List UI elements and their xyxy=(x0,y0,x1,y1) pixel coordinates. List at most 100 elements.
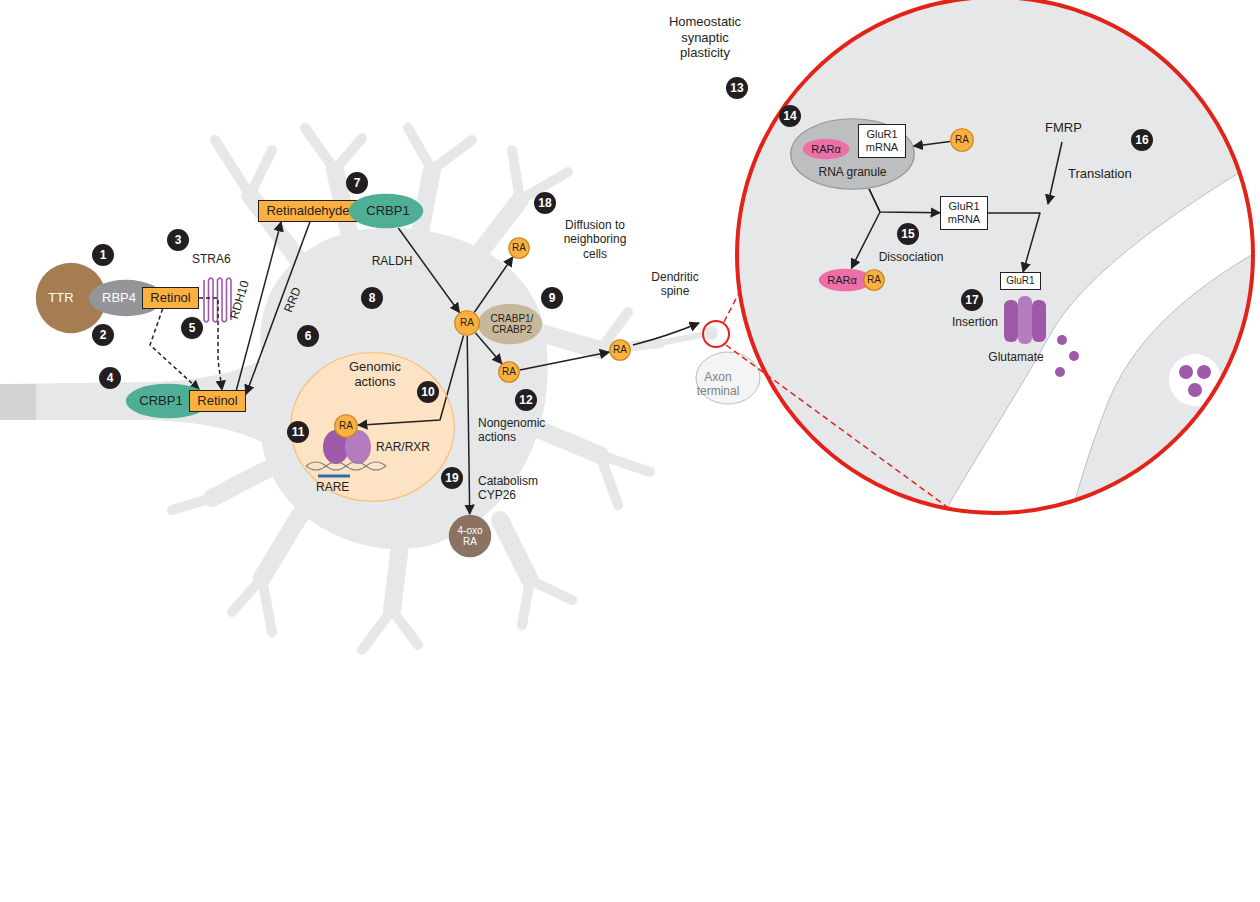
node-outline-ellipse xyxy=(791,119,915,190)
illustration-path xyxy=(306,462,386,470)
connector-arrow xyxy=(988,213,1040,272)
illustration-circle xyxy=(1069,351,1079,361)
ra-circle: RA xyxy=(950,128,974,152)
node-outline-ellipse xyxy=(478,304,543,345)
process-label: Diffusion to neighboring cells xyxy=(552,218,638,261)
glur1-receptor xyxy=(1004,296,1046,344)
protein-name: FMRP xyxy=(1045,120,1095,136)
node-label: RA xyxy=(339,420,353,432)
node-label: Genomic actions xyxy=(335,360,415,390)
process-label: Nongenomic actions xyxy=(478,416,562,445)
callout-number: 14 xyxy=(779,105,801,127)
node-label: RARα xyxy=(811,143,841,156)
node-outline-ellipse xyxy=(349,194,424,229)
illustration-rect xyxy=(1004,300,1018,342)
node-label: GluR1 xyxy=(1006,275,1034,287)
callout-number: 15 xyxy=(897,223,919,245)
part-name: Glutamate xyxy=(980,350,1052,364)
illustration-rect xyxy=(730,0,1260,530)
node-outline-ellipse xyxy=(449,515,492,558)
node-label: RA xyxy=(502,366,516,378)
illustration-rect xyxy=(1032,300,1046,342)
ra-circle: RA xyxy=(609,339,631,361)
process-label: Insertion xyxy=(945,315,1005,329)
illustration-path xyxy=(262,578,272,632)
callout-number: 3 xyxy=(167,229,189,251)
node-label: RBP4 xyxy=(102,291,136,306)
illustration-path xyxy=(212,470,266,498)
connector-arrow xyxy=(851,189,880,269)
node-outline-ellipse xyxy=(610,340,631,361)
node-outline-ellipse xyxy=(864,270,885,291)
vesicle xyxy=(1169,354,1221,406)
zoom-outline xyxy=(737,0,1253,513)
callout-number: 13 xyxy=(726,77,748,99)
rare-bar xyxy=(318,475,350,478)
illustration-path xyxy=(335,138,362,170)
part-name: Dendritic spine xyxy=(640,270,710,299)
node-outline-ellipse xyxy=(509,238,530,259)
mrna-box: GluR1 mRNA xyxy=(940,196,988,230)
dna-helix xyxy=(306,462,386,470)
edge-label: RALDH xyxy=(372,255,413,268)
node-label: 4-oxo RA xyxy=(452,525,488,548)
illustration-path xyxy=(392,610,418,645)
node-label: CRBP1 xyxy=(139,394,182,409)
illustration-path xyxy=(540,430,600,455)
illustration-path xyxy=(305,128,335,170)
glutamate-dots xyxy=(1055,335,1079,377)
nucleus: Genomic actionsRA xyxy=(290,352,455,502)
node-label: RA xyxy=(460,317,474,329)
illustration-path xyxy=(726,345,950,509)
process-label: Translation xyxy=(1068,166,1148,182)
illustration-path xyxy=(215,140,250,195)
callout-number: 5 xyxy=(181,317,203,339)
dendrites xyxy=(172,128,706,650)
illustration-circle xyxy=(1055,367,1065,377)
spine-head xyxy=(704,326,718,340)
callout-number: 19 xyxy=(441,467,463,489)
illustration-rect xyxy=(1018,296,1032,344)
illustration-path xyxy=(522,580,530,625)
connector-arrow xyxy=(246,222,310,394)
callout-number: 18 xyxy=(534,192,556,214)
illustration-path xyxy=(408,128,432,170)
illustration-g xyxy=(212,170,600,610)
ra-circle: RA xyxy=(334,414,358,438)
node-label: GluR1 mRNA xyxy=(942,200,986,225)
part-name: Axon terminal xyxy=(690,370,746,399)
axon xyxy=(0,360,262,442)
mrna-box: GluR1 mRNA xyxy=(858,124,906,158)
zoom-leaders xyxy=(724,289,950,509)
callout-number: 16 xyxy=(1131,129,1153,151)
part-name: RARE xyxy=(316,480,356,494)
retinol-box: Retinol xyxy=(142,287,199,309)
connector-arrow xyxy=(520,352,609,370)
callout-number: 7 xyxy=(346,172,368,194)
illustration-g xyxy=(172,128,660,650)
illustration-path xyxy=(724,289,741,322)
spine-zoom xyxy=(737,0,1260,520)
node-outline-ellipse xyxy=(951,129,974,152)
illustration-path xyxy=(306,462,386,470)
callout-number: 10 xyxy=(417,381,439,403)
node-label: Retinol xyxy=(197,394,237,409)
oxo-ra-circle: 4-oxo RA xyxy=(448,514,492,558)
callout-number: 8 xyxy=(361,287,383,309)
callout-number: 9 xyxy=(541,287,563,309)
node-outline-ellipse xyxy=(335,415,358,438)
connector-arrow xyxy=(869,189,940,213)
node-label: RA xyxy=(867,274,881,286)
node-label: GluR1 mRNA xyxy=(860,128,904,153)
zoom-target xyxy=(703,321,729,347)
callout-number: 17 xyxy=(961,289,983,311)
illustration-circle xyxy=(1188,383,1202,397)
axon-stub xyxy=(0,384,36,420)
illustration-path xyxy=(512,150,520,200)
node-outline-ellipse xyxy=(455,311,480,336)
node-label: RA xyxy=(955,134,969,146)
node-label: CRBP1 xyxy=(366,204,409,219)
callout-number: 11 xyxy=(287,421,309,443)
callout-number: 6 xyxy=(297,325,319,347)
connector-arrow xyxy=(467,336,470,514)
